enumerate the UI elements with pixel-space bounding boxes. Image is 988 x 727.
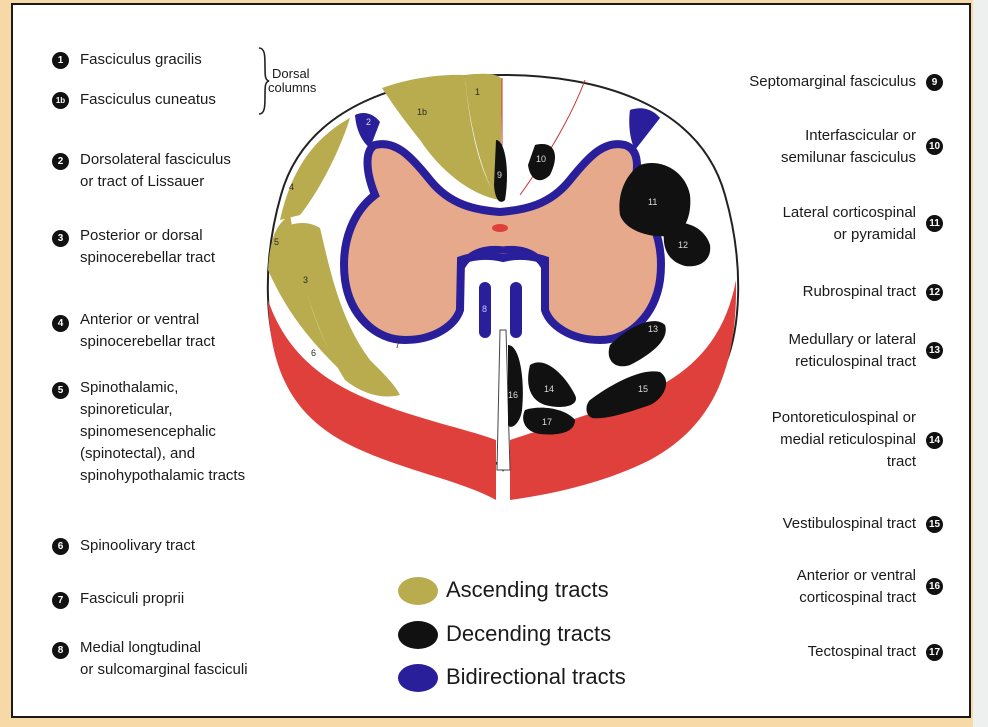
legend-label-descending: Decending tracts [446, 621, 611, 647]
label-anterior-2: spinocerebellar tract [80, 332, 215, 351]
label-anterior-corticospinal-2: corticospinal tract [799, 588, 916, 607]
label-lateral-corticospinal-1: Lateral corticospinal [783, 203, 916, 222]
diagram-number-7: 7 [395, 340, 400, 350]
legend-label-bidirectional: Bidirectional tracts [446, 664, 626, 690]
number-badge-5: 5 [52, 382, 69, 399]
legend-swatch-ascending [398, 577, 438, 605]
label-spinothalamic-3: spinomesencephalic [80, 422, 216, 441]
label-pontoreticulospinal-3: tract [887, 452, 916, 471]
diagram-number-5: 5 [274, 237, 279, 247]
label-dorsolateral-2: or tract of Lissauer [80, 172, 204, 191]
label-medial-2: or sulcomarginal fasciculi [80, 660, 248, 679]
dorsal-columns-label-2: columns [268, 80, 316, 95]
label-dorsolateral-1: Dorsolateral fasciculus [80, 150, 231, 169]
diagram-number-2: 2 [366, 117, 371, 127]
label-anterior-corticospinal-1: Anterior or ventral [797, 566, 916, 585]
label-fasciculus-cuneatus: Fasciculus cuneatus [80, 90, 216, 109]
diagram-number-4: 4 [289, 182, 294, 192]
label-septomarginal: Septomarginal fasciculus [749, 72, 916, 91]
diagram-number-11: 11 [648, 197, 657, 207]
label-anterior-1: Anterior or ventral [80, 310, 199, 329]
diagram-number-10: 10 [536, 154, 546, 164]
number-badge-11: 11 [926, 215, 943, 232]
number-badge-17: 17 [926, 644, 943, 661]
number-badge-1b: 1b [52, 92, 69, 109]
tract-8-right [510, 282, 522, 338]
label-fasciculus-gracilis: Fasciculus gracilis [80, 50, 202, 69]
diagram-number-13: 13 [648, 324, 658, 334]
legend-label-ascending: Ascending tracts [446, 577, 609, 603]
number-badge-15: 15 [926, 516, 943, 533]
label-rubrospinal: Rubrospinal tract [803, 282, 916, 301]
diagram-number-17: 17 [542, 417, 552, 427]
number-badge-12: 12 [926, 284, 943, 301]
number-badge-13: 13 [926, 342, 943, 359]
legend-swatch-bidirectional [398, 664, 438, 692]
dorsal-columns-label-1: Dorsal [272, 66, 310, 81]
label-interfascicular-1: Interfascicular or [805, 126, 916, 145]
label-medullary-2: reticulospinal tract [795, 352, 916, 371]
label-spinothalamic-4: (spinotectal), and [80, 444, 195, 463]
label-spinothalamic-2: spinoreticular, [80, 400, 173, 419]
label-pontoreticulospinal-1: Pontoreticulospinal or [772, 408, 916, 427]
diagram-number-14: 14 [544, 384, 554, 394]
label-lateral-corticospinal-2: or pyramidal [833, 225, 916, 244]
diagram-number-1b: 1b [417, 107, 427, 117]
diagram-number-8a: 8 [482, 304, 487, 314]
label-posterior-1: Posterior or dorsal [80, 226, 203, 245]
diagram-number-16: 16 [508, 390, 518, 400]
label-fasciculi-proprii: Fasciculi proprii [80, 589, 184, 608]
diagram-number-9: 9 [497, 170, 502, 180]
diagram-number-15: 15 [638, 384, 648, 394]
label-pontoreticulospinal-2: medial reticulospinal [780, 430, 916, 449]
central-canal [492, 224, 508, 232]
number-badge-9: 9 [926, 74, 943, 91]
label-medullary-1: Medullary or lateral [788, 330, 916, 349]
diagram-number-1: 1 [475, 87, 480, 97]
number-badge-8: 8 [52, 642, 69, 659]
number-badge-10: 10 [926, 138, 943, 155]
label-tectospinal: Tectospinal tract [808, 642, 916, 661]
number-badge-3: 3 [52, 230, 69, 247]
diagram-number-3: 3 [303, 275, 308, 285]
label-spinoolivary: Spinoolivary tract [80, 536, 195, 555]
diagram-number-12: 12 [678, 240, 688, 250]
number-badge-1: 1 [52, 52, 69, 69]
diagram-number-6: 6 [311, 348, 316, 358]
label-posterior-2: spinocerebellar tract [80, 248, 215, 267]
number-badge-6: 6 [52, 538, 69, 555]
label-medial-1: Medial longtudinal [80, 638, 201, 657]
number-badge-2: 2 [52, 153, 69, 170]
number-badge-7: 7 [52, 592, 69, 609]
number-badge-4: 4 [52, 315, 69, 332]
label-vestibulospinal: Vestibulospinal tract [783, 514, 916, 533]
number-badge-14: 14 [926, 432, 943, 449]
label-spinothalamic-1: Spinothalamic, [80, 378, 178, 397]
label-interfascicular-2: semilunar fasciculus [781, 148, 916, 167]
number-badge-16: 16 [926, 578, 943, 595]
legend-swatch-descending [398, 621, 438, 649]
label-spinothalamic-5: spinohypothalamic tracts [80, 466, 245, 485]
